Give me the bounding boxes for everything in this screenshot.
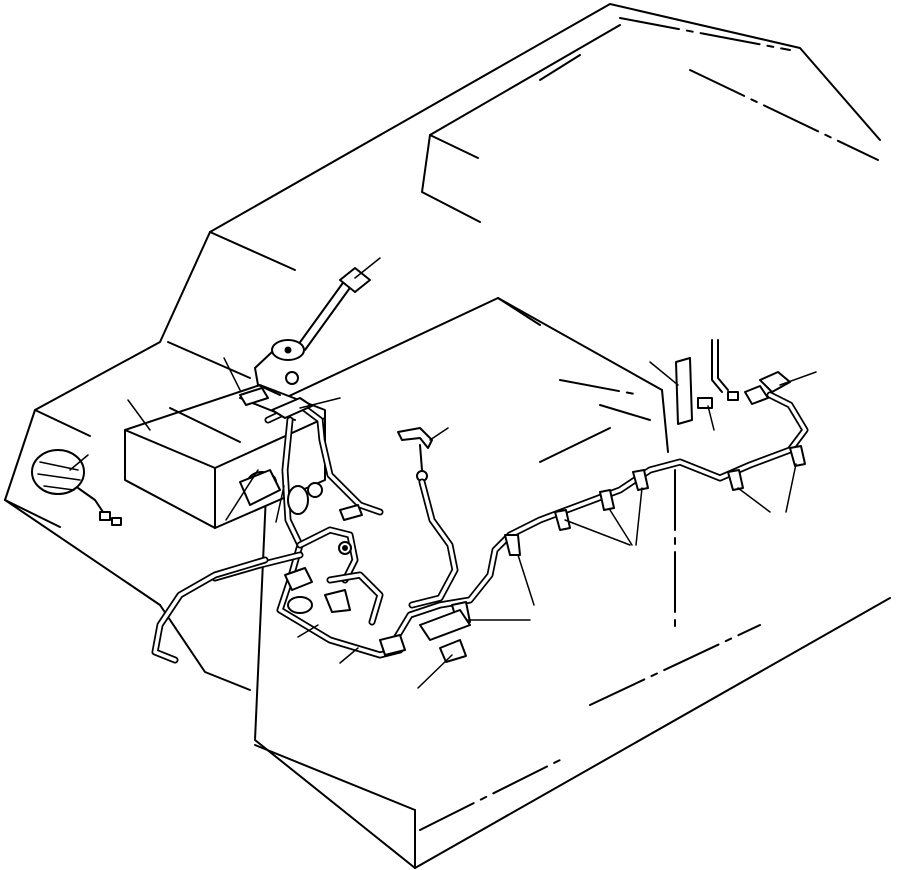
work-lamp xyxy=(31,449,122,526)
relay-cluster xyxy=(239,387,471,663)
ground-cable xyxy=(397,427,459,609)
callout-leaders xyxy=(69,257,817,689)
harness-clamps xyxy=(451,445,806,626)
fuel-sensor xyxy=(254,267,371,396)
machine-body-outline xyxy=(4,3,891,869)
right-connector xyxy=(675,339,791,425)
